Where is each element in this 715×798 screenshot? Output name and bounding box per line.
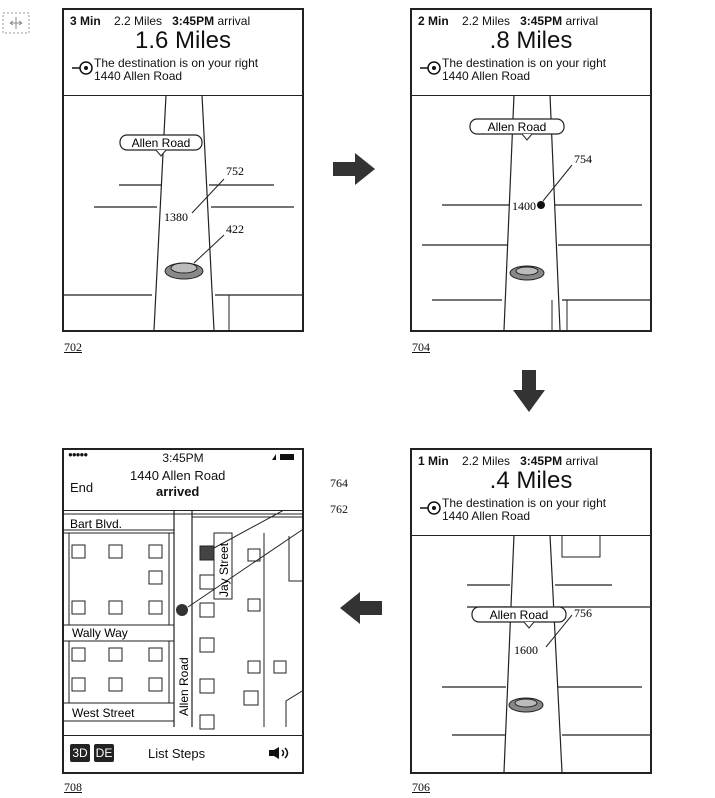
remaining-distance: 2.2 Miles [114,14,163,28]
remaining-distance: 2.2 Miles [462,14,511,28]
distance-to-turn: .8 Miles [489,27,573,54]
speaker-icon[interactable] [268,745,294,761]
ref-label-marker: 754 [574,152,592,166]
destination-address: 1440 Allen Road [94,69,183,83]
arrival-label: arrival [217,14,251,28]
nav-header: 3 Min 2.2 Miles 3:45PM arrival 1.6 Miles… [64,10,302,96]
destination-building-icon [199,545,215,561]
trip-summary: 2 Min 2.2 Miles 3:45PM arrival [418,14,598,28]
ref-label-puck: 422 [226,222,244,236]
remaining-distance: 2.2 Miles [462,454,511,468]
arrival-label: arrival [565,454,599,468]
de-button[interactable]: DE [94,744,114,762]
destination-address: 1440 Allen Road [442,69,531,83]
destination-address: 1440 Allen Road [130,468,226,483]
arrival-time: 3:45PM [172,14,215,28]
figure-label: 708 [64,780,82,794]
ref-label-dest: 764 [330,476,348,490]
destination-pin-icon [72,61,93,75]
arrival-time: 3:45PM [520,454,563,468]
arrived-screen-708: ●●●●● 3:45PM End 1440 Allen Road arrived [62,448,304,774]
arrival-status: arrived [156,484,200,499]
street-label-bart: Bart Blvd. [70,517,122,531]
current-location-icon [176,604,188,616]
status-bar: ●●●●● 3:45PM [64,450,302,465]
house-number: 1400 [512,199,536,213]
road-name: Allen Road [488,120,547,134]
instruction: The destination is on your right 1440 Al… [442,497,606,523]
instruction-text: The destination is on your right [94,56,259,70]
road-label-shield [471,606,567,623]
distance-to-turn: .4 Miles [489,467,573,494]
figure-label: 702 [64,340,82,354]
street-label-west: West Street [72,706,135,720]
house-number: 1380 [164,210,188,224]
instruction: The destination is on your right 1440 Al… [94,57,258,83]
destination-pin-icon [420,501,441,515]
destination-pin-icon [420,61,441,75]
eta-text: 3 Min [70,14,101,28]
corner-drag-icon [2,12,30,34]
eta-text: 1 Min [418,454,449,468]
road-name: Allen Road [490,608,549,622]
street-label-jay: Jay Street [217,542,231,597]
trip-summary: 3 Min 2.2 Miles 3:45PM arrival [70,14,250,28]
arrival-label: arrival [565,14,599,28]
nav-header: 2 Min 2.2 Miles 3:45PM arrival .8 Miles … [412,10,650,96]
eta-text: 2 Min [418,14,449,28]
nav-screen-706: 1 Min 2.2 Miles 3:45PM arrival .4 Miles … [410,448,652,774]
clock: 3:45PM [162,451,204,465]
nav-screen-702: 3 Min 2.2 Miles 3:45PM arrival 1.6 Miles… [62,8,304,332]
bottom-toolbar: 3D DE List Steps [64,735,302,772]
house-number: 1600 [514,643,538,657]
distance-to-turn: 1.6 Miles [134,27,232,54]
destination-address: 1440 Allen Road [442,509,531,523]
figure-label: 704 [412,340,430,354]
nav-header: 1 Min 2.2 Miles 3:45PM arrival .4 Miles … [412,450,650,536]
figure-label: 706 [412,780,430,794]
battery-icon [272,454,294,460]
trip-summary: 1 Min 2.2 Miles 3:45PM arrival [418,454,598,468]
instruction-text: The destination is on your right [442,496,607,510]
destination-marker-icon [537,201,545,209]
instruction-text: The destination is on your right [442,56,607,70]
3d-button[interactable]: 3D [70,744,90,762]
street-label-wally: Wally Way [72,626,128,640]
left-arrow-icon [340,592,382,624]
down-arrow-icon [513,370,545,412]
right-arrow-icon [333,153,375,185]
map-view[interactable]: Allen Road 1600 756 [412,535,650,772]
ref-label-loc: 762 [330,502,348,516]
ref-label-marker: 756 [574,606,592,620]
map-view[interactable]: Allen Road 1380 752 422 [64,95,302,330]
end-button[interactable]: End [70,480,94,495]
road-name: Allen Road [132,136,191,150]
arrival-time: 3:45PM [520,14,563,28]
map-view[interactable]: Bart Blvd. Wally Way West Street Allen R… [64,511,302,735]
list-steps-button[interactable]: List Steps [148,746,206,761]
ref-label-marker: 752 [226,164,244,178]
instruction: The destination is on your right 1440 Al… [442,57,606,83]
signal-strength-icon: ●●●●● [68,450,88,459]
road-label-shield [469,118,565,135]
nav-screen-704: 2 Min 2.2 Miles 3:45PM arrival .8 Miles … [410,8,652,332]
street-label-allen: Allen Road [177,657,191,716]
arrival-nav-bar: End 1440 Allen Road arrived [64,464,302,511]
map-view[interactable]: Allen Road 1400 754 [412,95,650,330]
